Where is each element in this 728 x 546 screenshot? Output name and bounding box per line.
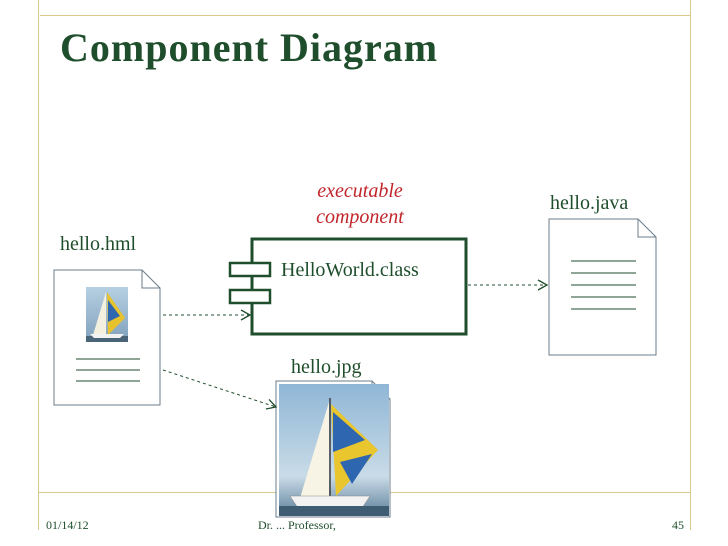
large-sailboat-image	[279, 384, 389, 516]
artifact-jpg-label: hello.jpg	[291, 356, 362, 378]
slide-title: Component Diagram	[60, 25, 439, 70]
top-rule	[40, 15, 690, 16]
artifact-hml-label: hello.hml	[60, 233, 137, 255]
stereotype-line-2: component	[316, 206, 404, 228]
footer-page-number: 45	[672, 518, 684, 532]
component-port-top	[228, 261, 272, 278]
java-document-icon	[548, 218, 657, 356]
component-port-bottom	[228, 288, 272, 305]
component-box	[228, 237, 468, 336]
right-rule	[690, 0, 691, 530]
footer-author: Dr. ... Professor,	[258, 518, 336, 532]
dependency-arrow-jpg	[162, 369, 278, 410]
small-sailboat-image	[86, 287, 128, 342]
left-rule	[38, 0, 39, 530]
footer-date: 01/14/12	[46, 518, 89, 532]
component-name: HelloWorld.class	[281, 259, 419, 281]
stereotype-line-1: executable	[317, 180, 403, 202]
stereotype-label: executable component	[300, 178, 420, 230]
artifact-java-label: hello.java	[550, 192, 629, 214]
